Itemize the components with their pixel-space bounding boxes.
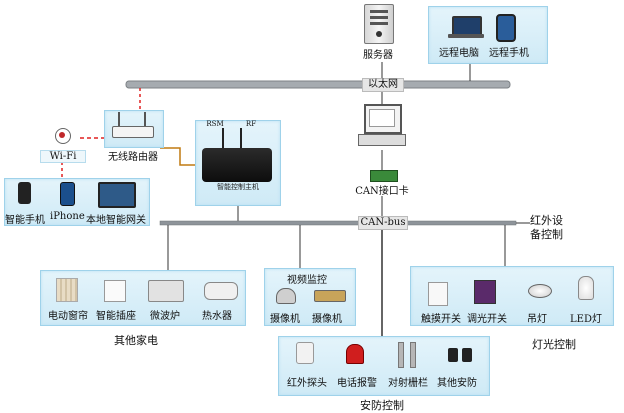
ethernet-label: 以太网 xyxy=(362,78,404,92)
bullet-camera-icon xyxy=(314,290,346,302)
can-card-computer-icon xyxy=(364,104,402,134)
security-label-1: 电话报警 xyxy=(337,378,377,389)
phone-alarm-icon xyxy=(346,344,364,364)
security-label-3: 其他安防 xyxy=(437,378,477,389)
appliance-label-1: 智能插座 xyxy=(96,311,136,322)
iphone-icon xyxy=(60,182,75,206)
smartphone-icon xyxy=(18,182,31,204)
host-rsm-label: RSM xyxy=(206,120,224,128)
remote-phone-label: 远程手机 xyxy=(489,48,529,59)
smart-socket-icon xyxy=(104,280,126,302)
pendant-lamp-icon xyxy=(528,284,552,298)
dome-camera-icon xyxy=(276,288,296,304)
camera-label-0: 摄像机 xyxy=(270,314,300,325)
camera-label-1: 摄像机 xyxy=(312,314,342,325)
laptop-icon xyxy=(452,16,482,36)
touch-switch-icon xyxy=(428,282,448,306)
can-bus-line xyxy=(159,220,517,226)
security-label-2: 对射栅栏 xyxy=(388,378,428,389)
beam-fence-icon xyxy=(398,342,404,368)
security-caption: 安防控制 xyxy=(360,399,404,412)
video-title: 视频监控 xyxy=(287,275,327,286)
ir-control-line1: 红外设 xyxy=(530,214,563,227)
lighting-label-3: LED灯 xyxy=(570,314,602,325)
other-security-icon xyxy=(448,348,458,362)
wifi-label: Wi-Fi xyxy=(40,150,86,163)
ir-control-line2: 备控制 xyxy=(530,228,563,241)
router-label: 无线路由器 xyxy=(108,152,158,163)
security-label-0: 红外探头 xyxy=(287,378,327,389)
server-label: 服务器 xyxy=(363,50,393,61)
iphone-label: iPhone xyxy=(50,211,85,222)
remote-pc-label: 远程电脑 xyxy=(439,48,479,59)
server-icon xyxy=(364,4,394,44)
wifi-icon xyxy=(54,128,71,144)
appliance-label-0: 电动窗帘 xyxy=(48,311,88,322)
appliance-label-2: 微波炉 xyxy=(150,311,180,322)
water-heater-icon xyxy=(204,282,238,300)
lighting-label-0: 触摸开关 xyxy=(421,314,461,325)
curtain-icon xyxy=(56,278,78,302)
can-card-board-icon xyxy=(370,170,398,182)
local-gateway-label: 本地智能网关 xyxy=(86,215,146,226)
phone-icon xyxy=(496,14,516,42)
host-rf-label: RF xyxy=(245,120,257,128)
control-host-icon xyxy=(202,148,272,182)
appliances-caption: 其他家电 xyxy=(114,334,158,347)
ethernet-bus xyxy=(125,80,511,89)
microwave-icon xyxy=(148,280,184,302)
can-card-label: CAN接口卡 xyxy=(355,186,409,197)
lighting-label-1: 调光开关 xyxy=(467,314,507,325)
router-icon xyxy=(112,126,154,138)
smartphone-label: 智能手机 xyxy=(5,215,45,226)
dimmer-switch-icon xyxy=(474,280,496,304)
led-bulb-icon xyxy=(578,276,594,300)
can-bus-label: CAN-bus xyxy=(358,216,408,230)
lighting-label-2: 吊灯 xyxy=(527,314,547,325)
lighting-caption: 灯光控制 xyxy=(532,338,576,351)
local-gateway-icon xyxy=(98,182,136,208)
appliance-label-3: 热水器 xyxy=(202,311,232,322)
host-label: 智能控制主机 xyxy=(217,183,259,191)
infrared-probe-icon xyxy=(296,342,314,364)
